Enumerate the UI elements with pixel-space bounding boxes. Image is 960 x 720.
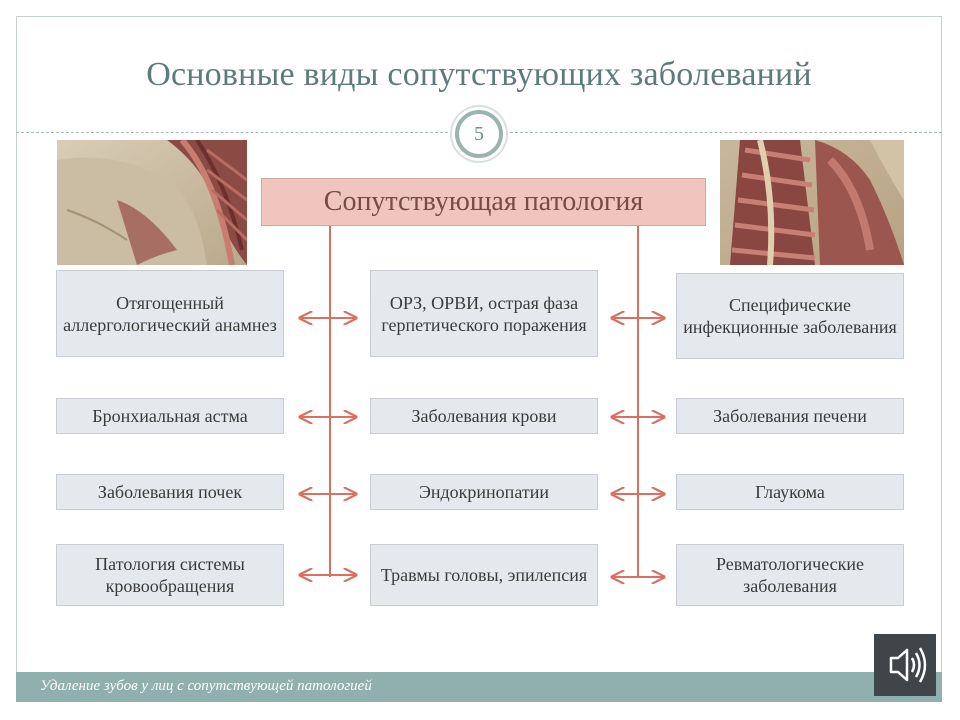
- condition-box: Заболевания печени: [676, 398, 904, 434]
- condition-box: Глаукома: [676, 474, 904, 510]
- speaker-icon: [889, 647, 927, 683]
- condition-box: Эндокринопатии: [370, 474, 598, 510]
- anatomy-illustration-right: [720, 140, 904, 265]
- sound-button[interactable]: [874, 634, 936, 696]
- central-condition-box: Сопутствующая патология: [261, 178, 706, 226]
- slide-title: Основные виды сопутствующих заболеваний: [146, 56, 812, 93]
- condition-box: Специфические инфекционные заболевания: [676, 273, 904, 359]
- slide-number: 5: [455, 110, 503, 158]
- condition-box: Травмы головы, эпилепсия: [370, 544, 598, 606]
- condition-box: Бронхиальная астма: [56, 398, 284, 434]
- condition-box: Отягощенный аллергологический анамнез: [56, 270, 284, 357]
- condition-box: Ревматологические заболевания: [676, 544, 904, 606]
- anatomy-illustration-left: [57, 140, 247, 265]
- condition-box: Патология системы кровообращения: [56, 544, 284, 606]
- condition-box: Заболевания крови: [370, 398, 598, 434]
- footer-bar: [16, 672, 942, 702]
- condition-box: Заболевания почек: [56, 474, 284, 510]
- footer-caption: Удаление зубов у лиц с сопутствующей пат…: [40, 678, 372, 694]
- condition-box: ОРЗ, ОРВИ, острая фаза герпетического по…: [370, 270, 598, 357]
